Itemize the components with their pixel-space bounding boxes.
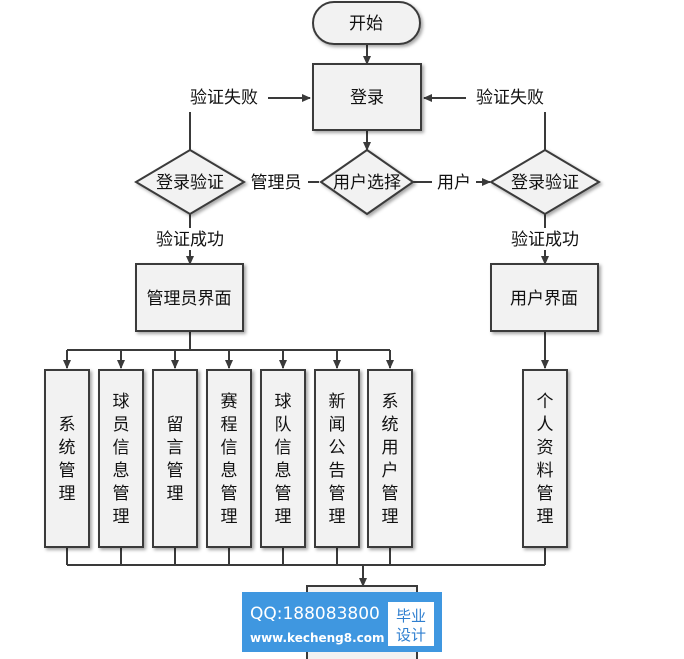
module-box-5: 新闻公告管理 [314, 369, 360, 548]
edge-label-admin: 管理员 [251, 173, 302, 193]
user-select-label: 用户选择 [333, 173, 401, 193]
watermark-badge-top: 毕业 [396, 607, 426, 625]
module-box-label: 系统管理 [59, 415, 76, 504]
edge-label-verify-ok-left: 验证成功 [156, 230, 224, 250]
start-node: 开始 [312, 1, 421, 45]
edge-label-user: 用户 [437, 173, 471, 193]
admin-ui-node: 管理员界面 [135, 263, 244, 332]
watermark-qq: QQ:188083800 [250, 604, 380, 624]
connectors [63, 44, 549, 659]
edge-label-verify-fail-left: 验证失败 [190, 88, 258, 108]
user-ui-node: 用户界面 [490, 263, 599, 332]
user-module-box-0: 个人资料管理 [522, 369, 568, 548]
module-box-label: 新闻公告管理 [329, 392, 346, 527]
user-select-node: 用户选择 [319, 148, 415, 216]
user-verify-label: 登录验证 [511, 173, 579, 193]
user-module-box-label: 个人资料管理 [537, 392, 554, 527]
module-box-1: 球员信息管理 [98, 369, 144, 548]
watermark-badge [388, 602, 434, 646]
module-box-6: 系统用户管理 [367, 369, 413, 548]
user-ui-label: 用户界面 [510, 289, 578, 309]
watermark-site: www.kecheng8.com [250, 631, 385, 645]
edge-labels: 验证失败 验证失败 管理员 用户 验证成功 验证成功 [156, 88, 579, 250]
admin-verify-node: 登录验证 [134, 148, 246, 216]
login-label: 登录 [350, 88, 384, 108]
module-box-4: 球队信息管理 [260, 369, 306, 548]
watermark: QQ:188083800 www.kecheng8.com 毕业 设计 [242, 592, 442, 652]
start-label: 开始 [349, 14, 383, 34]
module-box-label: 系统用户管理 [382, 392, 399, 527]
edge-label-verify-ok-right: 验证成功 [511, 230, 579, 250]
edge-label-verify-fail-right: 验证失败 [476, 88, 544, 108]
module-box-0: 系统管理 [44, 369, 90, 548]
admin-modules: 系统管理 球员信息管理 留言管理 赛程信息管理 球队信息管理 新闻公告管理 系统用户管理 [44, 369, 413, 548]
module-box-label: 球员信息管理 [113, 392, 130, 527]
admin-verify-label: 登录验证 [156, 173, 224, 193]
user-verify-node: 登录验证 [489, 148, 601, 216]
module-box-3: 赛程信息管理 [206, 369, 252, 548]
module-box-label: 留言管理 [167, 415, 184, 504]
module-box-label: 球队信息管理 [275, 392, 292, 527]
watermark-badge-bottom: 设计 [396, 626, 426, 644]
module-box-label: 赛程信息管理 [221, 391, 238, 527]
module-box-2: 留言管理 [152, 369, 198, 548]
admin-ui-label: 管理员界面 [147, 289, 232, 309]
user-modules: 个人资料管理 [522, 369, 568, 548]
login-node: 登录 [312, 63, 422, 131]
